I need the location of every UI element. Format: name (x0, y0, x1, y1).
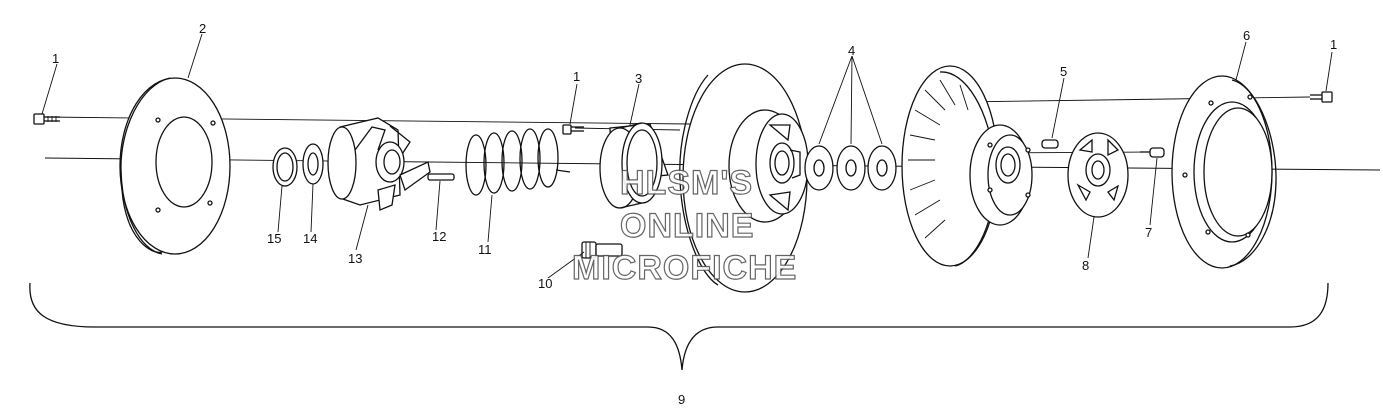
callout-8: 8 (1082, 258, 1090, 273)
washer-part-14 (302, 143, 324, 185)
bolt-part-1-right (1310, 91, 1333, 103)
pin-part-12 (427, 173, 455, 181)
callout-4: 4 (848, 43, 856, 58)
pin-part-5 (1041, 139, 1059, 149)
callout-6: 6 (1243, 28, 1251, 43)
callout-9: 9 (678, 392, 686, 407)
leader-lines (41, 33, 1333, 279)
cover-plate-part-6 (1171, 75, 1277, 269)
callout-13: 13 (348, 251, 363, 266)
movable-sheave (901, 65, 1033, 267)
callout-1-middle: 1 (573, 69, 581, 84)
callout-15: 15 (267, 231, 282, 246)
spider-plate-part-8 (1067, 132, 1129, 218)
bolt-part-1-left (33, 113, 60, 125)
cover-plate-part-2 (119, 77, 231, 255)
callout-12: 12 (432, 229, 447, 244)
callout-7: 7 (1145, 225, 1153, 240)
callout-1-left: 1 (52, 51, 60, 66)
callout-3: 3 (635, 71, 643, 86)
callout-5: 5 (1060, 64, 1068, 79)
watermark-line-1: HLSM'S (619, 164, 754, 202)
callout-11: 11 (478, 242, 492, 257)
callout-10: 10 (538, 276, 553, 291)
fitting-part-10 (581, 241, 623, 259)
screw-part-7 (1140, 147, 1165, 158)
bushing-part-3 (599, 122, 669, 209)
spring-part-11 (465, 128, 571, 196)
callout-14: 14 (303, 231, 318, 246)
watermark-line-3: MICROFICHE (571, 249, 798, 287)
watermark-line-2: ONLINE (619, 207, 755, 245)
callout-1-right: 1 (1330, 37, 1338, 52)
snap-ring-part-15 (272, 147, 298, 187)
cam-part-13 (327, 117, 431, 211)
callout-2: 2 (199, 21, 207, 36)
assembly-brace-part-9 (29, 282, 1329, 371)
washers-part-4 (804, 145, 897, 191)
stationary-sheave (679, 63, 809, 293)
bolt-part-1-middle (562, 124, 584, 135)
